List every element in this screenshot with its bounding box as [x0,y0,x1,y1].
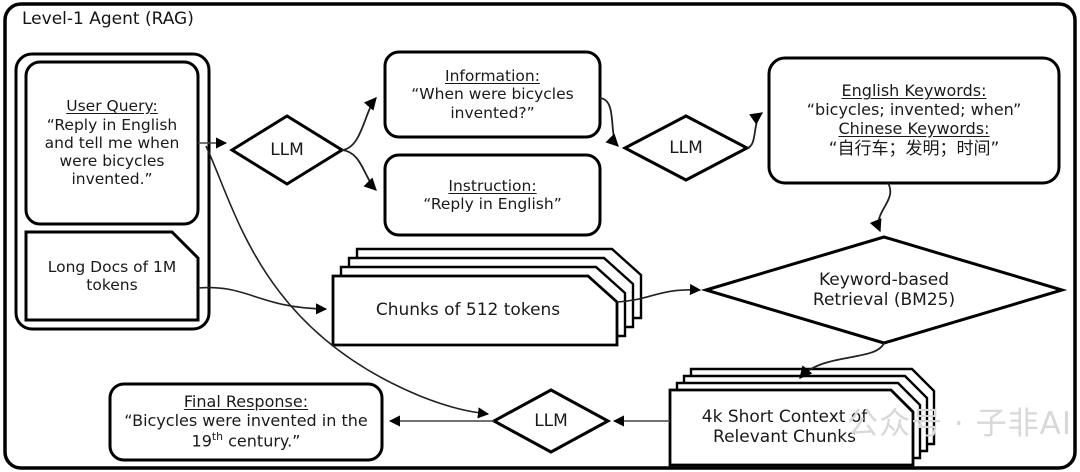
outer-container-label: Level-1 Agent (RAG) [22,9,194,29]
information-box[interactable] [383,50,602,139]
short-context-box[interactable] [668,388,915,467]
edge-llm1-to-information [341,97,377,151]
llm-1-diamond[interactable] [229,114,345,186]
user-query-box[interactable] [24,60,200,226]
edge-llm2-to-keywords [746,112,764,149]
edge-longdocs-to-chunks [197,286,328,315]
retrieval-diamond[interactable] [700,235,1068,345]
long-docs-box[interactable] [24,230,200,322]
watermark-text: 公众号 · 子非AI [847,406,1072,442]
edge-keywords-to-retrieval [869,182,892,233]
edge-retrieval-to-shortcontext [799,342,885,379]
edge-llm1-to-instruction [341,149,377,191]
keywords-box[interactable] [767,56,1061,185]
instruction-box[interactable] [383,153,602,237]
edge-chunks-to-retrieval [616,283,702,303]
outer-container [3,2,1077,470]
edge-information-to-llm2 [599,97,619,147]
chunks-box[interactable] [331,274,619,347]
edge-query-to-llm3 [205,145,490,419]
final-response-box[interactable] [108,382,384,462]
llm-3-diamond[interactable] [490,388,612,454]
llm-2-diamond[interactable] [621,114,751,182]
